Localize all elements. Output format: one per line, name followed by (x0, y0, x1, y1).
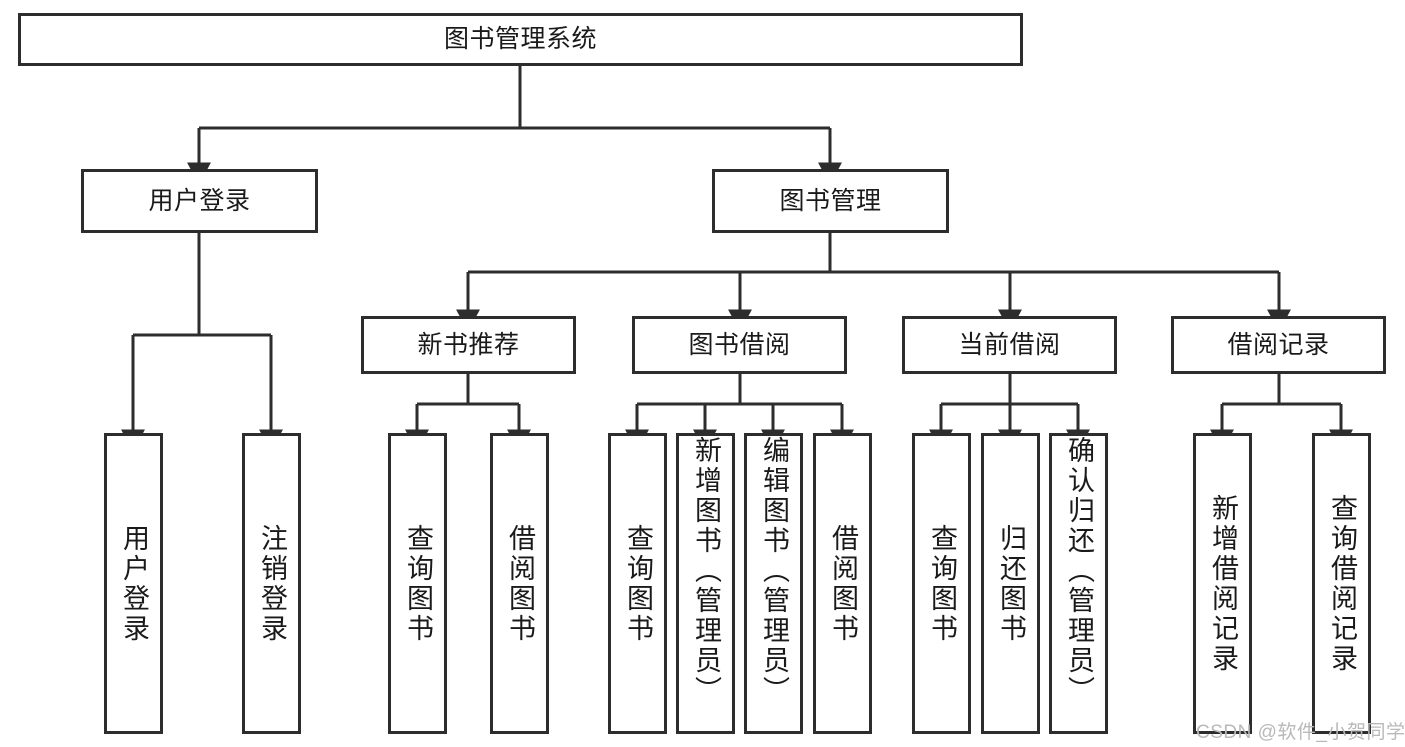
node-user-login[interactable]: 用户登录 (81, 169, 318, 233)
node-leaf-query-book-1-label: 查询图书 (403, 523, 433, 644)
node-book-borrow-label: 图书借阅 (688, 330, 791, 359)
node-leaf-query-book-3-label: 查询图书 (927, 523, 957, 644)
node-leaf-add-book-label: 新增图书（管理员） (691, 436, 721, 706)
node-leaf-logout-login[interactable]: 注销登录 (242, 433, 301, 734)
node-current-borrow[interactable]: 当前借阅 (902, 316, 1117, 374)
node-leaf-query-book-2[interactable]: 查询图书 (608, 433, 667, 734)
node-book-manage-label: 图书管理 (779, 186, 882, 215)
node-leaf-query-book-3[interactable]: 查询图书 (912, 433, 971, 734)
node-leaf-borrow-book-1[interactable]: 借阅图书 (490, 433, 549, 734)
node-leaf-add-book[interactable]: 新增图书（管理员） (676, 433, 735, 734)
node-leaf-return-book-label: 归还图书 (996, 523, 1026, 644)
node-leaf-user-login-label: 用户登录 (119, 523, 149, 644)
node-leaf-logout-login-label: 注销登录 (257, 523, 287, 644)
node-leaf-query-record[interactable]: 查询借阅记录 (1312, 433, 1371, 734)
node-user-login-label: 用户登录 (148, 186, 251, 215)
node-leaf-borrow-book-2-label: 借阅图书 (828, 523, 858, 644)
node-book-manage[interactable]: 图书管理 (712, 169, 949, 233)
node-leaf-borrow-book-1-label: 借阅图书 (505, 523, 535, 644)
node-root-label: 图书管理系统 (443, 25, 597, 53)
node-leaf-borrow-book-2[interactable]: 借阅图书 (813, 433, 872, 734)
node-leaf-confirm-return-label: 确认归还（管理员） (1064, 436, 1094, 706)
node-leaf-add-record[interactable]: 新增借阅记录 (1193, 433, 1252, 734)
node-leaf-confirm-return[interactable]: 确认归还（管理员） (1049, 433, 1108, 734)
node-leaf-add-record-label: 新增借阅记录 (1208, 493, 1238, 674)
node-new-book-recommend[interactable]: 新书推荐 (361, 316, 576, 374)
node-leaf-edit-book-label: 编辑图书（管理员） (759, 436, 789, 706)
node-leaf-user-login[interactable]: 用户登录 (104, 433, 163, 734)
node-borrow-record[interactable]: 借阅记录 (1171, 316, 1386, 374)
node-leaf-return-book[interactable]: 归还图书 (981, 433, 1040, 734)
csdn-watermark: CSDN @软件_小贺同学 (1196, 722, 1405, 743)
node-leaf-edit-book[interactable]: 编辑图书（管理员） (744, 433, 803, 734)
node-leaf-query-book-1[interactable]: 查询图书 (388, 433, 447, 734)
node-leaf-query-record-label: 查询借阅记录 (1327, 493, 1357, 674)
node-root[interactable]: 图书管理系统 (18, 13, 1023, 66)
node-leaf-query-book-2-label: 查询图书 (623, 523, 653, 644)
node-borrow-record-label: 借阅记录 (1227, 330, 1330, 359)
node-book-borrow[interactable]: 图书借阅 (632, 316, 847, 374)
node-current-borrow-label: 当前借阅 (958, 330, 1061, 359)
node-new-book-recommend-label: 新书推荐 (417, 330, 520, 359)
